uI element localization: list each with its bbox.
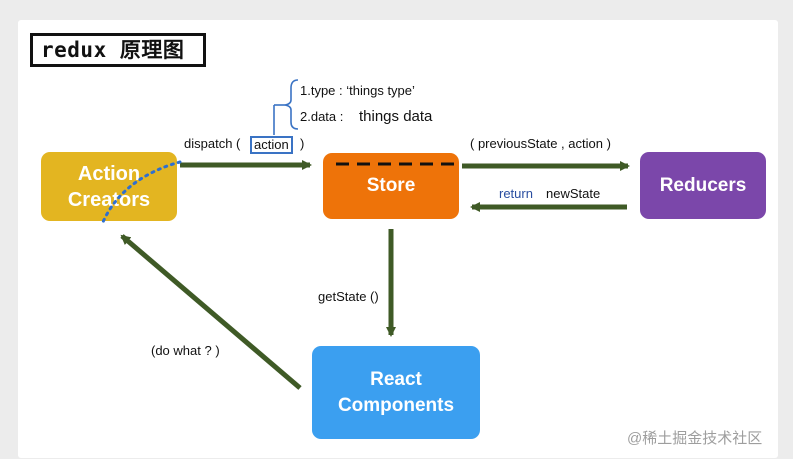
action-creators-node: Action Creators xyxy=(41,152,177,221)
watermark: @稀土掘金技术社区 xyxy=(627,430,763,447)
action-data-value-label: things data xyxy=(359,108,433,125)
get-state-label: getState () xyxy=(318,289,379,304)
react-components-node: React Components xyxy=(312,346,480,439)
action-type-label: 1.type : ‘things type’ xyxy=(300,83,415,98)
react-components-line2: Components xyxy=(337,394,455,416)
dispatch-close-paren: ) xyxy=(300,136,305,151)
action-data-key-label: 2.data : xyxy=(300,109,344,124)
dispatch-dotted-curve xyxy=(101,160,182,224)
dispatch-action-box: action xyxy=(250,136,293,154)
do-what-arrow xyxy=(120,234,302,390)
dispatch-label: dispatch ( xyxy=(184,136,241,151)
previous-state-label: ( previousState , action ) xyxy=(470,136,611,151)
react-components-line1: React xyxy=(370,368,422,390)
action-creators-line2: Creators xyxy=(67,188,151,211)
reducers-node: Reducers xyxy=(640,152,766,219)
new-state-label: newState xyxy=(546,186,601,201)
return-keyword-label: return xyxy=(499,186,533,201)
action-creators-line1: Action xyxy=(77,162,141,185)
diagram-title: redux 原理图 xyxy=(30,33,206,67)
do-what-label: (do what ? ) xyxy=(151,343,220,358)
